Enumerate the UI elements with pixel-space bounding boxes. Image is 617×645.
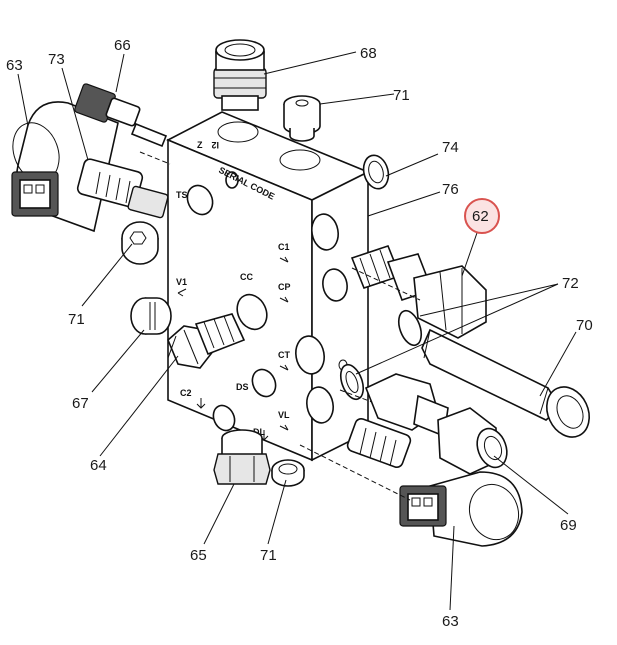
manifold-block: SERIAL CODE Z TS I2 C1 CC CP V1 CT DS C2… xyxy=(166,111,370,462)
callout-64: 64 xyxy=(90,457,107,474)
engraving-ct: CT xyxy=(278,350,290,360)
left-plug-71 xyxy=(121,221,159,265)
callout-62-highlight-circle xyxy=(464,198,500,234)
callout-labels: 63 73 66 68 71 74 76 62 72 70 71 67 64 6… xyxy=(6,37,593,630)
engraving-dl: DL xyxy=(253,427,265,437)
connector-66 xyxy=(74,83,168,148)
engraving-z: Z xyxy=(197,140,203,150)
engraving-cc: CC xyxy=(240,272,253,282)
callout-67: 67 xyxy=(72,395,89,412)
callout-71-left: 71 xyxy=(68,311,85,328)
cartridge-62 xyxy=(350,245,487,339)
callout-68: 68 xyxy=(360,45,377,62)
valve-69 xyxy=(364,373,508,475)
plug-67 xyxy=(130,297,172,335)
engraving-cp: CP xyxy=(278,282,291,292)
engraving-ts: TS xyxy=(176,190,188,200)
assembly-axis-lines xyxy=(139,151,421,501)
o-ring-71-bottom xyxy=(271,459,305,487)
callout-70: 70 xyxy=(576,317,593,334)
callout-65: 65 xyxy=(190,547,207,564)
engraving-c2: C2 xyxy=(180,388,192,398)
callout-76: 76 xyxy=(442,181,459,198)
callout-71-top: 71 xyxy=(393,87,410,104)
callout-63-bottom: 63 xyxy=(442,613,459,630)
valve-64 xyxy=(167,313,246,369)
engraving-c1: C1 xyxy=(278,242,290,252)
callout-73: 73 xyxy=(48,51,65,68)
engraving-vl: VL xyxy=(278,410,290,420)
callout-74: 74 xyxy=(442,139,459,156)
right-cartridge-valve xyxy=(346,417,412,469)
cartridge-70 xyxy=(421,328,590,438)
callout-63-top: 63 xyxy=(6,57,23,74)
left-cartridge-valve xyxy=(76,158,169,219)
callout-66: 66 xyxy=(114,37,131,54)
left-solenoid-coil xyxy=(11,101,119,233)
leader-lines xyxy=(17,51,577,611)
engraving-ds: DS xyxy=(236,382,249,392)
top-fitting xyxy=(213,39,267,111)
o-ring-74 xyxy=(362,154,390,190)
callout-62: 62 xyxy=(472,208,489,225)
engraving-v1: V1 xyxy=(176,277,187,287)
callout-71-bottom: 71 xyxy=(260,547,277,564)
right-solenoid-coil xyxy=(399,471,523,547)
top-plug xyxy=(283,95,321,142)
callout-72: 72 xyxy=(562,275,579,292)
engraving-i2: I2 xyxy=(211,140,219,150)
callout-69: 69 xyxy=(560,517,577,534)
fitting-65 xyxy=(213,429,271,485)
